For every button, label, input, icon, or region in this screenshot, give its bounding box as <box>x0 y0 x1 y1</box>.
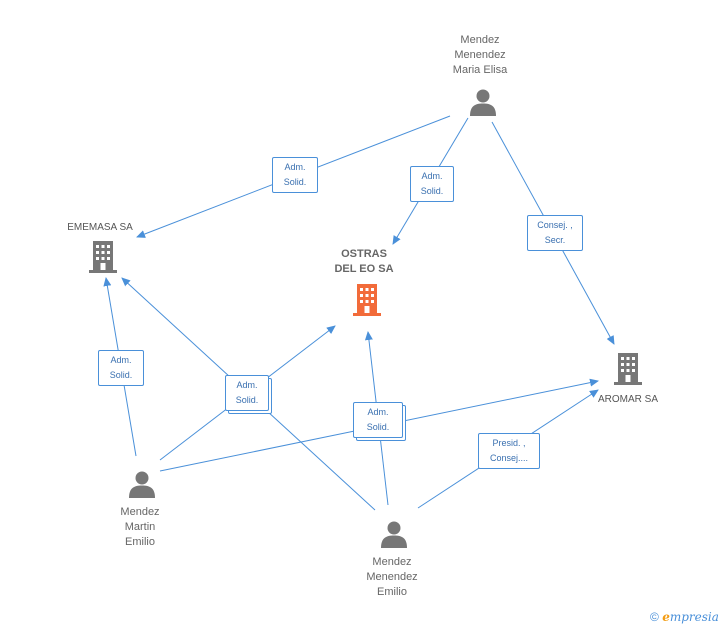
edge-label-line: Solid. <box>420 186 444 196</box>
edge-label[interactable]: Adm. Solid. <box>98 350 144 386</box>
building-icon <box>353 284 381 316</box>
brand-initial: e <box>662 610 670 624</box>
name-line: Mendez <box>460 34 500 46</box>
person-icon <box>129 471 155 498</box>
person-icon <box>470 89 496 116</box>
person-label-martin-emilio[interactable]: Mendez Martin Emilio <box>100 505 180 550</box>
name-line: DEL EO SA <box>334 263 394 275</box>
person-icon <box>381 521 407 548</box>
name-line: Maria Elisa <box>452 64 508 76</box>
edge-label-line: Presid. , <box>492 438 526 448</box>
brand-name: mpresia <box>669 610 719 624</box>
name-line: Mendez <box>120 506 160 518</box>
edge-label-line: Adm. <box>421 171 443 181</box>
brand-logo: empresia <box>662 610 719 624</box>
edge-label[interactable]: Adm. Solid. <box>225 375 269 411</box>
name-line: Emilio <box>125 536 155 548</box>
company-label-ememasa[interactable]: EMEMASA SA <box>50 220 150 235</box>
edge-label-line: Adm. <box>110 355 132 365</box>
person-label-maria-elisa[interactable]: Mendez Menendez Maria Elisa <box>430 33 530 78</box>
company-label-aromar[interactable]: AROMAR SA <box>583 392 673 407</box>
edge-label[interactable]: Presid. , Consej.... <box>478 433 540 469</box>
edge-label-line: Adm. <box>284 162 306 172</box>
edge-label-line: Consej.... <box>489 453 529 463</box>
edge-label[interactable]: Adm. Solid. <box>353 402 403 438</box>
edge-label[interactable]: Adm. Solid. <box>410 166 454 202</box>
building-icon <box>89 241 117 273</box>
name-line: Martin <box>124 521 156 533</box>
company-name: AROMAR SA <box>597 394 658 405</box>
edge-label-line: Consej. , <box>537 220 573 230</box>
name-line: Menendez <box>454 49 506 61</box>
edge-label-line: Solid. <box>235 395 259 405</box>
edge-label-line: Solid. <box>109 370 133 380</box>
copyright-symbol: © <box>650 610 659 624</box>
person-label-menendez-emilio[interactable]: Mendez Menendez Emilio <box>342 555 442 600</box>
company-label-ostras[interactable]: OSTRAS DEL EO SA <box>314 247 414 277</box>
edge-label-line: Solid. <box>283 177 307 187</box>
edge-label-line: Solid. <box>366 422 390 432</box>
edge-label-line: Secr. <box>544 235 566 245</box>
name-line: Menendez <box>366 571 418 583</box>
edge-label-line: Adm. <box>367 407 389 417</box>
name-line: OSTRAS <box>341 248 387 260</box>
edge-label-line: Adm. <box>236 380 258 390</box>
name-line: Emilio <box>377 586 407 598</box>
edge-label[interactable]: Adm. Solid. <box>272 157 318 193</box>
company-name: EMEMASA SA <box>67 222 133 233</box>
edge-label[interactable]: Consej. , Secr. <box>527 215 583 251</box>
building-icon <box>614 353 642 385</box>
footer-brand[interactable]: © empresia <box>650 610 719 624</box>
name-line: Mendez <box>372 556 412 568</box>
